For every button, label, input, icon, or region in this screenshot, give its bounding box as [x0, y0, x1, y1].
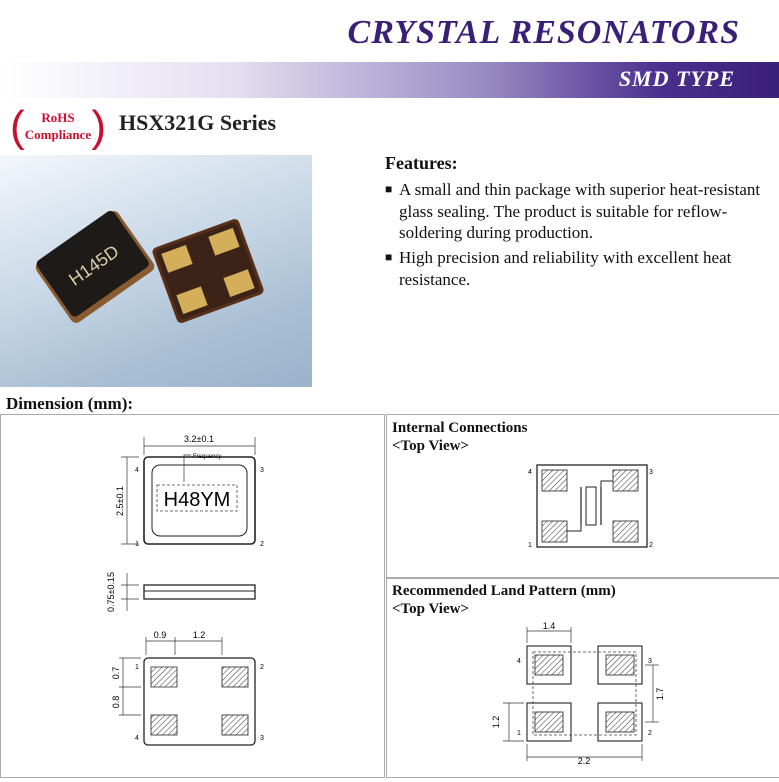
dimension-drawing: 3.2±0.1 2.5±0.1 Frequency H48YM 4 3 1 2 … — [106, 434, 264, 746]
pin-label: 1 — [517, 730, 521, 737]
pin-label: 1 — [135, 664, 139, 671]
features-title: Features: — [385, 153, 458, 173]
pin-label: 2 — [260, 664, 264, 671]
pin-label: 4 — [135, 735, 139, 742]
internal-connections-panel: 4 3 1 2 — [386, 414, 779, 578]
internal-connections-title: Internal Connections — [392, 420, 528, 436]
page-title: CRYSTAL RESONATORS — [347, 14, 740, 51]
width-label: 3.2±0.1 — [184, 434, 214, 444]
feature-item: ■ High precision and reliability with ex… — [385, 247, 770, 290]
land-overall-width-label: 2.2 — [578, 756, 591, 766]
land-pattern-panel: 1.4 1.7 1.2 2.2 4 3 1 2 — [386, 578, 779, 778]
height-label: 2.5±0.1 — [115, 486, 125, 516]
chip-marking-drawing: H48YM — [164, 489, 231, 511]
feature-item: ■ A small and thin package with superior… — [385, 179, 770, 244]
thickness-label: 0.75±0.15 — [106, 572, 116, 612]
pin-label: 4 — [135, 467, 139, 474]
pin-label: 3 — [648, 658, 652, 665]
internal-connections-view: <Top View> — [392, 438, 469, 454]
pad-gap-y-label: 0.8 — [111, 696, 121, 709]
frequency-label: Frequency — [193, 454, 221, 460]
internal-connections-drawing: 4 3 1 2 — [528, 464, 653, 549]
dimension-title: Dimension (mm): — [6, 394, 134, 413]
pin-label: 3 — [260, 467, 264, 474]
compliance-label: Compliance — [24, 127, 92, 142]
right-paren-icon: ) — [91, 102, 106, 151]
land-pattern-view: <Top View> — [392, 601, 469, 617]
pin-label: 4 — [528, 469, 532, 476]
pin-label: 3 — [649, 469, 653, 476]
feature-text: High precision and reliability with exce… — [399, 248, 732, 289]
feature-text: A small and thin package with superior h… — [399, 180, 761, 242]
product-photo: H145D — [0, 155, 312, 387]
left-paren-icon: ( — [10, 102, 25, 151]
square-bullet-icon: ■ — [385, 250, 393, 264]
dimension-panel: 3.2±0.1 2.5±0.1 Frequency H48YM 4 3 1 2 … — [0, 414, 385, 778]
land-pad-width-label: 1.4 — [543, 621, 556, 631]
page-subtitle: SMD TYPE — [618, 66, 735, 91]
pin-label: 1 — [135, 541, 139, 548]
chip-top-view: H145D — [35, 210, 155, 323]
pad-gap-x-label: 1.2 — [193, 630, 206, 640]
rohs-badge: ( RoHS Compliance ) — [10, 104, 106, 150]
header-band — [0, 62, 779, 98]
pin-label: 2 — [648, 730, 652, 737]
land-pad-height-label: 1.2 — [491, 716, 501, 729]
pad-height-label: 0.7 — [111, 667, 121, 680]
land-pattern-title: Recommended Land Pattern (mm) — [392, 583, 616, 599]
pin-label: 1 — [528, 542, 532, 549]
pin-label: 2 — [260, 541, 264, 548]
chip-bottom-view — [152, 219, 264, 323]
land-pitch-y-label: 1.7 — [655, 688, 665, 701]
pin-label: 2 — [649, 542, 653, 549]
pin-label: 4 — [517, 658, 521, 665]
rohs-label: RoHS — [41, 110, 75, 125]
square-bullet-icon: ■ — [385, 182, 393, 196]
pad-width-label: 0.9 — [154, 630, 167, 640]
pin-label: 3 — [260, 735, 264, 742]
product-photo-svg: H145D — [35, 210, 264, 323]
land-pattern-drawing: 1.4 1.7 1.2 2.2 4 3 1 2 — [491, 621, 665, 766]
series-title: HSX321G Series — [119, 110, 277, 135]
